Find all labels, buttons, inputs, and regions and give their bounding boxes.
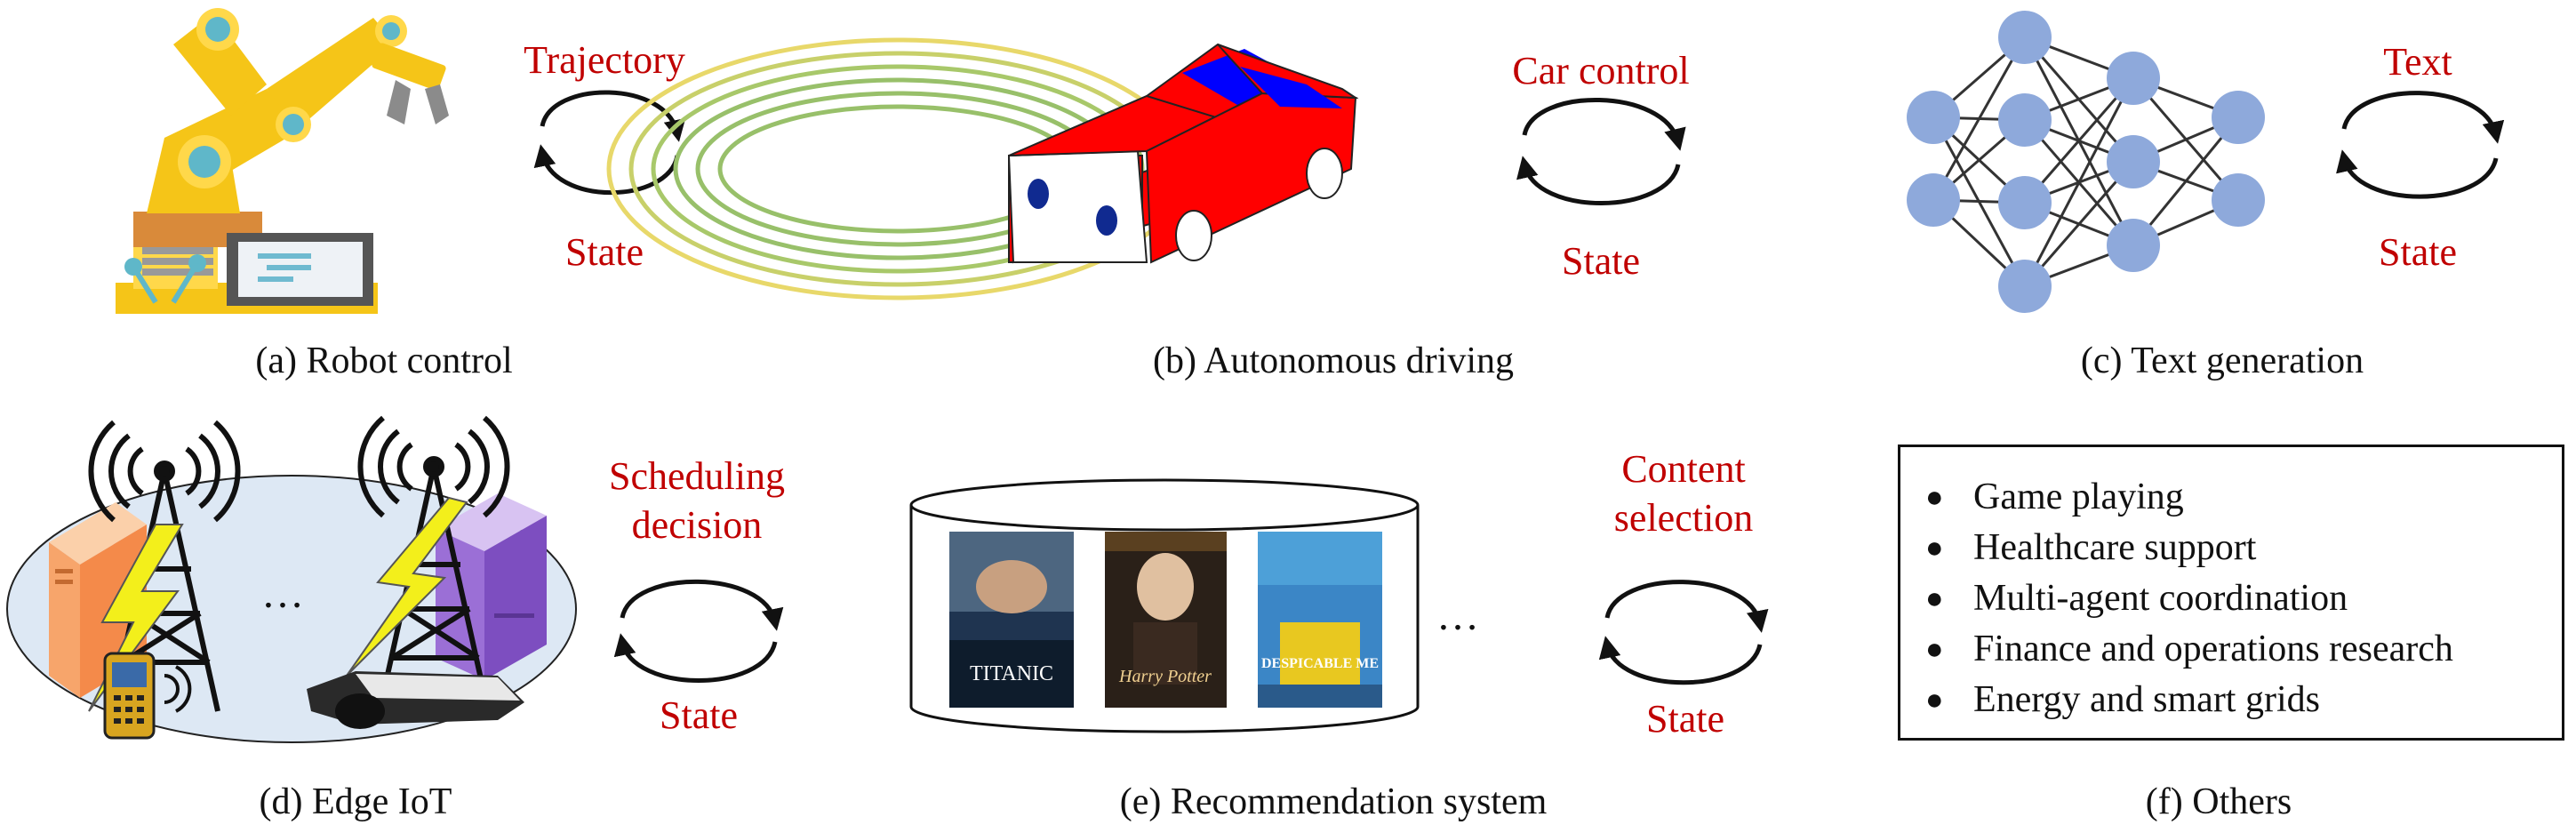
vr-headset-icon xyxy=(307,671,524,729)
caption-robot-control: (a) Robot control xyxy=(255,340,513,381)
caption-text-generation: (c) Text generation xyxy=(2080,340,2364,381)
caption-edge-iot: (d) Edge IoT xyxy=(259,781,452,822)
neural-network-icon xyxy=(1932,36,2240,288)
car-icon xyxy=(606,37,1359,300)
label-selection: selection xyxy=(1613,496,1754,540)
label-state: State xyxy=(660,693,738,737)
poster-title: Harry Potter xyxy=(1119,667,1212,686)
phone-icon xyxy=(103,652,192,740)
others-list-box: ●Game playing ●Healthcare support ●Multi… xyxy=(1898,445,2564,741)
nn-edge xyxy=(2023,77,2135,204)
movie-poster-icon xyxy=(1105,532,1227,708)
label-scheduling: Scheduling xyxy=(609,454,785,498)
caption-autonomous-driving: (b) Autonomous driving xyxy=(1153,340,1514,381)
nn-neuron xyxy=(2107,52,2160,105)
edge-iot-illustration xyxy=(6,415,577,743)
list-item: ●Healthcare support xyxy=(1925,527,2257,568)
list-item: ●Finance and operations research xyxy=(1925,629,2453,669)
nn-neuron xyxy=(1907,91,1960,144)
cycle-arrow-icon xyxy=(613,579,784,683)
server-icon xyxy=(436,493,547,680)
nn-edge xyxy=(2023,161,2135,287)
nn-neuron xyxy=(1907,173,1960,227)
cycle-arrow-icon xyxy=(2336,91,2505,199)
cycle-arrow-icon xyxy=(533,90,686,196)
label-decision: decision xyxy=(631,503,763,547)
label-state: State xyxy=(565,230,644,274)
nn-neuron xyxy=(1998,260,2052,313)
movie-poster-icon xyxy=(1258,532,1382,708)
cycle-arrow-icon xyxy=(1516,97,1686,205)
label-text: Text xyxy=(2383,40,2452,84)
nn-edge xyxy=(2132,116,2240,246)
nn-edge xyxy=(1932,36,2027,201)
others-list: ●Game playing ●Healthcare support ●Multi… xyxy=(1900,447,2562,725)
label-state: State xyxy=(2379,230,2457,274)
poster-title: TITANIC xyxy=(969,662,1054,685)
label-car-control: Car control xyxy=(1512,49,1690,92)
nn-neuron xyxy=(1998,176,2052,229)
ellipsis: … xyxy=(1436,592,1479,639)
poster-title: DESPICABLE ME xyxy=(1260,656,1380,671)
cycle-arrow-icon xyxy=(1598,580,1769,685)
list-item: ●Energy and smart grids xyxy=(1925,679,2320,720)
caption-others: (f) Others xyxy=(2145,781,2292,822)
label-content: Content xyxy=(1621,447,1746,491)
list-item: ●Multi-agent coordination xyxy=(1925,578,2348,619)
robot-arm-icon xyxy=(116,8,449,314)
nn-edge xyxy=(2023,77,2135,287)
list-item: ●Game playing xyxy=(1925,477,2184,517)
nn-neuron xyxy=(1998,11,2052,64)
nn-neuron xyxy=(2212,91,2265,144)
nn-neuron xyxy=(1998,93,2052,147)
nn-neuron xyxy=(2107,135,2160,188)
nn-neuron xyxy=(2107,219,2160,272)
movie-poster-icon xyxy=(949,532,1074,708)
label-trajectory: Trajectory xyxy=(524,38,685,82)
caption-recommendation-system: (e) Recommendation system xyxy=(1119,781,1548,822)
label-state: State xyxy=(1646,697,1724,741)
nn-neuron xyxy=(2212,173,2265,227)
ellipsis: … xyxy=(261,570,304,617)
label-state: State xyxy=(1562,239,1640,283)
cylinder-shelf xyxy=(909,478,1420,733)
